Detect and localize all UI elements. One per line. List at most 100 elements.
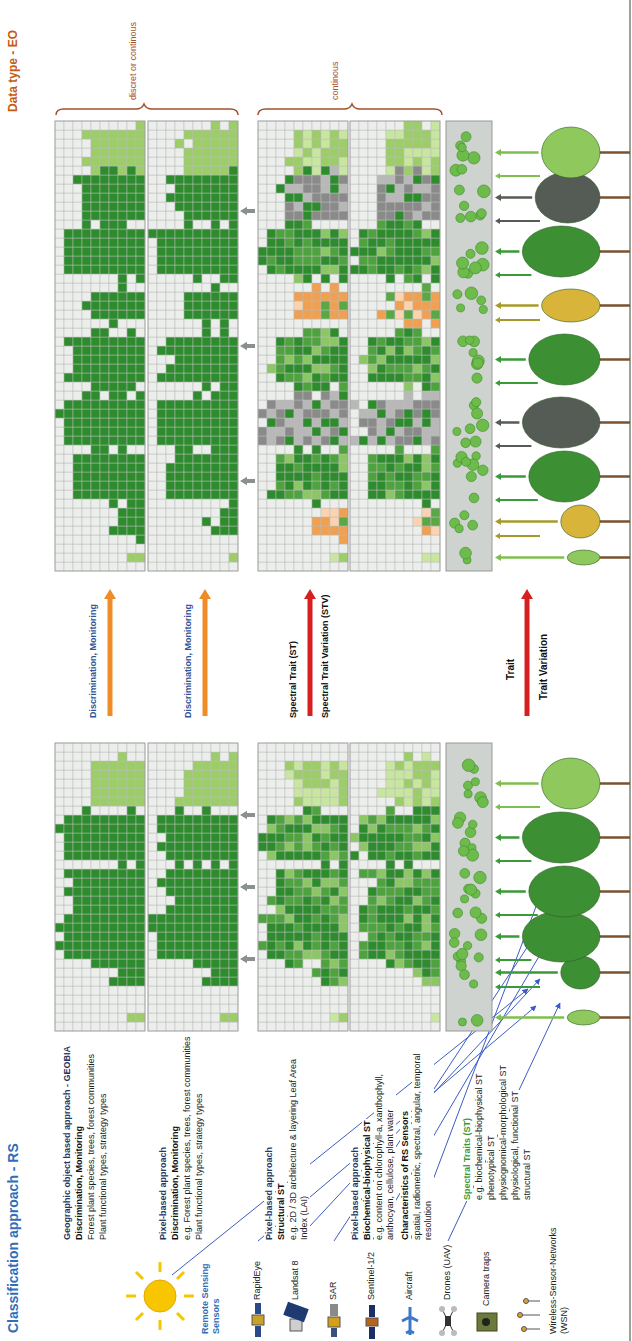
grid-cell xyxy=(55,211,64,220)
grid-cell xyxy=(404,896,413,905)
grid-cell xyxy=(55,544,64,553)
grid-cell xyxy=(148,373,157,382)
grid-cell xyxy=(55,472,64,481)
grid-cell xyxy=(312,914,321,923)
grid-cell xyxy=(109,454,118,463)
grid-cell xyxy=(100,878,109,887)
grid-cell xyxy=(127,977,136,986)
grid-cell xyxy=(220,959,229,968)
grid-cell xyxy=(229,986,238,995)
grid-cell xyxy=(100,535,109,544)
grid-cell xyxy=(211,833,220,842)
grid-cell xyxy=(157,175,166,184)
grid-cell xyxy=(321,968,330,977)
grid-cell xyxy=(321,851,330,860)
grid-cell xyxy=(229,995,238,1004)
grid-cell xyxy=(100,517,109,526)
grid-cell xyxy=(211,770,220,779)
grid-cell xyxy=(175,914,184,923)
grid-cell xyxy=(258,752,267,761)
grid-cell xyxy=(267,815,276,824)
grid-cell xyxy=(422,806,431,815)
grid-cell xyxy=(64,968,73,977)
grid-cell xyxy=(359,743,368,752)
grid-cell xyxy=(330,968,339,977)
grid-cell xyxy=(100,391,109,400)
grid-cell xyxy=(395,986,404,995)
grid-cell xyxy=(395,797,404,806)
grid-cell xyxy=(330,887,339,896)
grid-cell xyxy=(377,815,386,824)
grid-cell xyxy=(276,770,285,779)
grid-cell xyxy=(82,977,91,986)
grid-cell xyxy=(193,869,202,878)
grid-cell xyxy=(386,959,395,968)
grid-cell xyxy=(82,824,91,833)
grid-cell xyxy=(166,842,175,851)
grid-cell xyxy=(118,346,127,355)
grid-cell xyxy=(109,202,118,211)
grid-cell xyxy=(184,806,193,815)
grid-cell xyxy=(109,508,118,517)
grid-cell xyxy=(136,562,145,571)
grid-cell xyxy=(211,869,220,878)
grid-cell xyxy=(377,788,386,797)
grid-cell xyxy=(82,932,91,941)
grid-cell xyxy=(55,382,64,391)
grid-cell xyxy=(377,824,386,833)
grid-cell xyxy=(91,229,100,238)
grid-cell xyxy=(55,1013,64,1022)
grid-cell xyxy=(404,833,413,842)
grid-cell xyxy=(157,986,166,995)
grid-cell xyxy=(136,860,145,869)
grid-cell xyxy=(55,202,64,211)
grid-cell xyxy=(211,851,220,860)
grid-cell xyxy=(321,1022,330,1031)
grid-cell xyxy=(359,914,368,923)
crown-circle xyxy=(468,820,476,828)
grid-cell xyxy=(312,923,321,932)
grid-cell xyxy=(118,499,127,508)
grid-cell xyxy=(359,815,368,824)
grid-cell xyxy=(91,247,100,256)
grid-cell xyxy=(91,995,100,1004)
grid-cell xyxy=(148,517,157,526)
grid-cell xyxy=(321,833,330,842)
grid-cell xyxy=(303,896,312,905)
grid-cell xyxy=(109,896,118,905)
grid-cell xyxy=(100,968,109,977)
grid-cell xyxy=(386,833,395,842)
grid-cell xyxy=(294,986,303,995)
grid-cell xyxy=(64,761,73,770)
grid-cell xyxy=(350,752,359,761)
grid-cell xyxy=(127,842,136,851)
grid-cell xyxy=(73,535,82,544)
grid-cell xyxy=(157,887,166,896)
grid-cell xyxy=(148,148,157,157)
grid-cell xyxy=(127,301,136,310)
grid-cell xyxy=(321,896,330,905)
grid-cell xyxy=(267,788,276,797)
grid-cell xyxy=(73,427,82,436)
grid-cell xyxy=(330,941,339,950)
grid-cell xyxy=(82,373,91,382)
grid-cell xyxy=(377,842,386,851)
grid-cell xyxy=(73,977,82,986)
grid-cell xyxy=(100,779,109,788)
grid-cell xyxy=(64,265,73,274)
grid-cell xyxy=(73,869,82,878)
grid-cell xyxy=(100,202,109,211)
grid-cell xyxy=(109,472,118,481)
grid-cell xyxy=(157,454,166,463)
trait-arrow xyxy=(501,782,539,785)
grid-cell xyxy=(193,968,202,977)
grid-cell xyxy=(377,797,386,806)
grid-cell xyxy=(404,797,413,806)
grid-cell xyxy=(359,1013,368,1022)
grid-cell xyxy=(127,409,136,418)
grid-cell xyxy=(368,770,377,779)
grid-cell xyxy=(109,779,118,788)
grid-cell xyxy=(294,752,303,761)
grid-cell xyxy=(267,1013,276,1022)
grid-cell xyxy=(91,517,100,526)
